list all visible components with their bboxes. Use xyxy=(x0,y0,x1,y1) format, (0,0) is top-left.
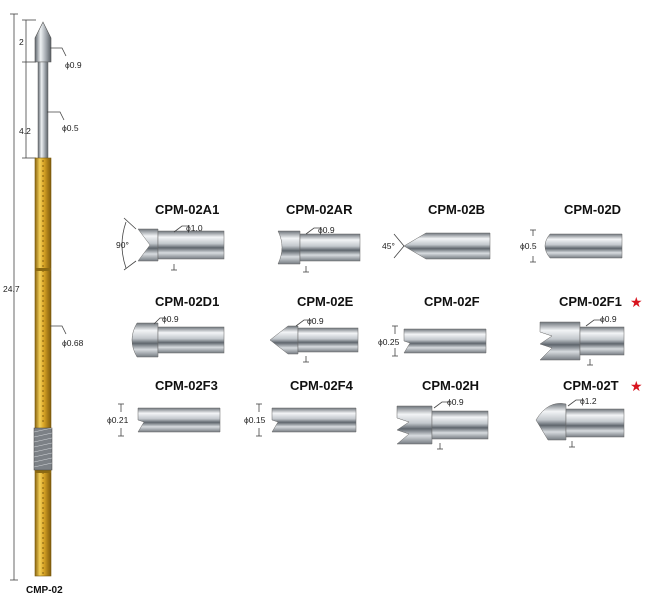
tip-dim: ϕ1.2 xyxy=(580,396,597,406)
tip-card-cpm-02ar: CPM-02AR ϕ0.9 xyxy=(277,202,361,273)
plunger-diameter-label: ϕ0.5 xyxy=(62,123,79,133)
tip-title: CPM-02F4 xyxy=(290,378,354,393)
barrel-diameter-label: ϕ0.68 xyxy=(62,338,84,348)
head-length-label: 2 xyxy=(19,37,24,47)
tip-title: CPM-02A1 xyxy=(155,202,219,217)
tip-title: CPM-02F3 xyxy=(155,378,218,393)
tip-card-cpm-02t: CPM-02T ★ ϕ1.2 xyxy=(535,378,643,448)
tip-card-cpm-02d1: CPM-02D1 ϕ0.9 xyxy=(131,294,225,358)
tip-dim: ϕ0.5 xyxy=(520,241,537,251)
tip-dim: ϕ0.9 xyxy=(318,225,335,235)
tip-title: CPM-02AR xyxy=(286,202,353,217)
tip-title: CPM-02B xyxy=(428,202,485,217)
tip-card-cpm-02b: CPM-02B 45° xyxy=(382,202,491,260)
star-icon: ★ xyxy=(630,294,643,310)
tip-title: CPM-02F xyxy=(424,294,480,309)
tip-title: CPM-02D xyxy=(564,202,621,217)
tip-card-cpm-02h: CPM-02H ϕ0.9 xyxy=(396,378,489,450)
probe-head-tip xyxy=(34,21,52,63)
tip-card-cpm-02f: CPM-02F ϕ0.25 xyxy=(378,294,487,357)
tip-dim: ϕ0.15 xyxy=(244,415,266,425)
tip-dim: ϕ0.9 xyxy=(307,316,324,326)
tip-dim: ϕ0.9 xyxy=(600,314,617,324)
star-icon: ★ xyxy=(630,378,643,394)
tip-card-cpm-02d: CPM-02D ϕ0.5 xyxy=(520,202,623,263)
head-diameter-label: ϕ0.9 xyxy=(65,60,82,70)
total-length-label: 24.7 xyxy=(3,284,20,294)
probe-plunger xyxy=(37,61,49,161)
tip-dim: ϕ0.21 xyxy=(107,415,129,425)
tip-title: CPM-02D1 xyxy=(155,294,219,309)
tip-dim: ϕ1.0 xyxy=(186,223,203,233)
tip-dim: ϕ0.25 xyxy=(378,337,400,347)
tip-card-cpm-02f3: CPM-02F3 ϕ0.21 xyxy=(107,378,221,437)
tip-title: CPM-02F1 xyxy=(559,294,622,309)
tip-card-cpm-02a1: CPM-02A1 90° ϕ1.0 xyxy=(116,202,225,271)
tip-card-cpm-02f4: CPM-02F4 ϕ0.15 xyxy=(244,378,357,437)
tip-dim: ϕ0.9 xyxy=(162,314,179,324)
probe-assembly: 24.7 2 4.2 ϕ0.9 ϕ0.5 xyxy=(3,13,84,596)
tip-dim: ϕ0.9 xyxy=(447,397,464,407)
tip-dim-angle: 90° xyxy=(116,240,129,250)
probe-model-label: CMP-02 xyxy=(26,585,63,596)
tip-card-cpm-02e: CPM-02E ϕ0.9 xyxy=(269,294,359,363)
tip-title: CPM-02T xyxy=(563,378,619,393)
tip-title: CPM-02H xyxy=(422,378,479,393)
tip-dim-angle: 45° xyxy=(382,241,395,251)
probe-knurl xyxy=(33,427,53,471)
tip-title: CPM-02E xyxy=(297,294,354,309)
tip-card-cpm-02f1: CPM-02F1 ★ ϕ0.9 xyxy=(539,294,643,366)
plunger-length-label: 4.2 xyxy=(19,126,31,136)
